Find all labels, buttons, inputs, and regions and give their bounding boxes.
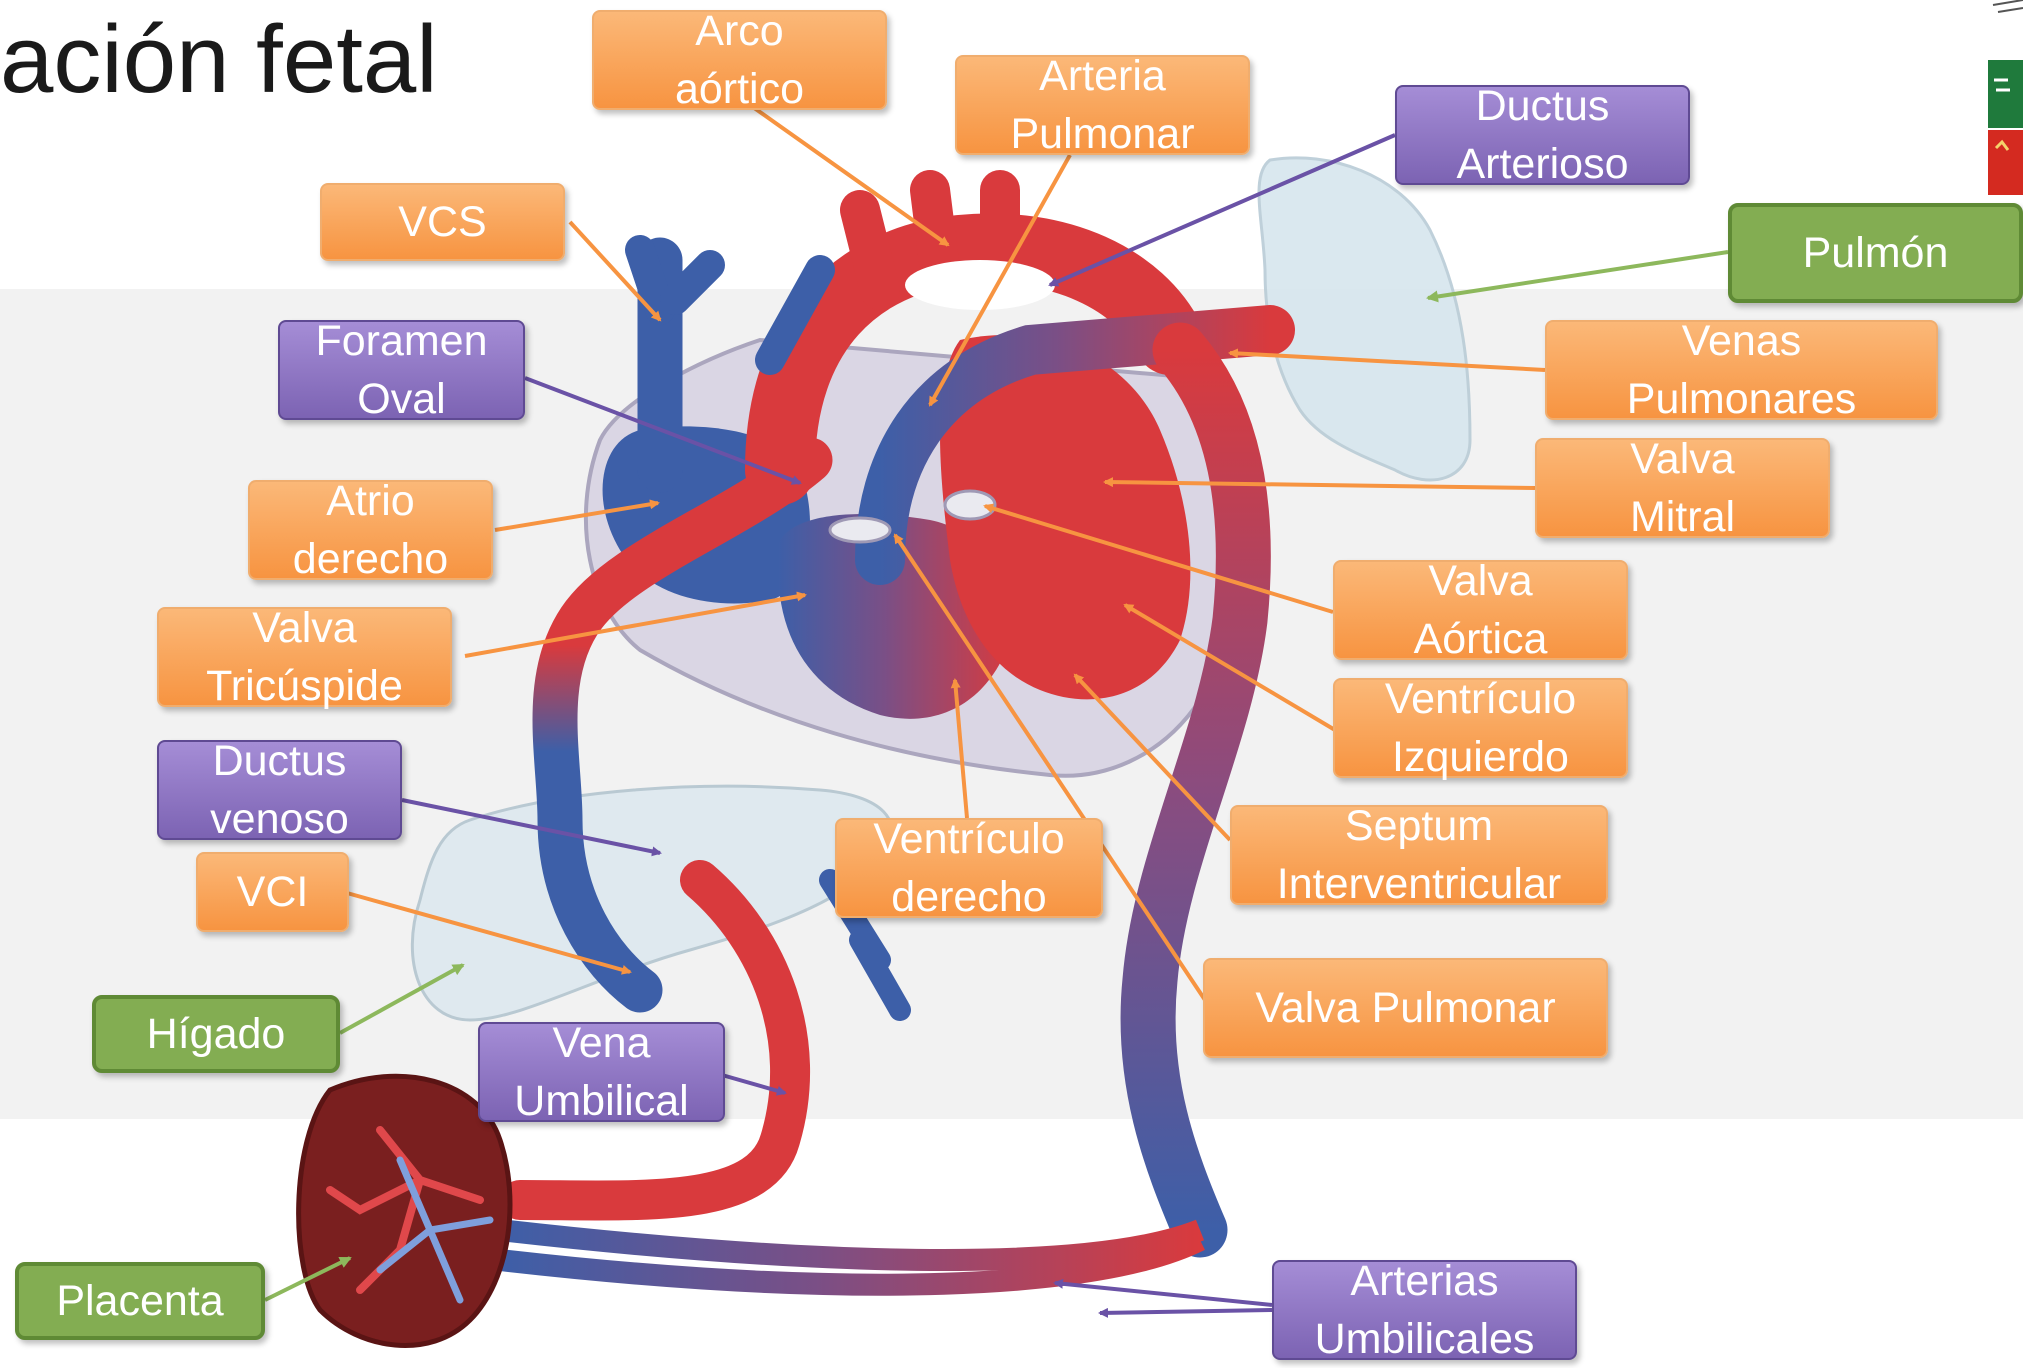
pointer-arco-aortico: [750, 105, 948, 245]
pointer-ventriculo-derecho: [955, 680, 967, 818]
label-vena-umbilical: Vena Umbilical: [478, 1022, 725, 1122]
label-valva-aortica: Valva Aórtica: [1333, 560, 1628, 660]
pointer-atrio-derecho: [495, 503, 658, 530]
pointer-septum: [1075, 675, 1230, 840]
pointer-valva-mitral: [1105, 482, 1535, 488]
pointer-placenta: [265, 1258, 350, 1300]
pointer-vci: [347, 893, 630, 972]
pointer-foramen-oval: [525, 378, 800, 483]
pointer-valva-aortica: [985, 506, 1333, 612]
label-placenta: Placenta: [15, 1262, 265, 1340]
pointer-valva-tricuspide: [465, 595, 805, 656]
label-arco-aortico: Arco aórtico: [592, 10, 887, 110]
label-pulmon: Pulmón: [1728, 203, 2023, 303]
pointer-arterias-umbilicales-2: [1100, 1310, 1272, 1313]
pointer-arterias-umbilicales-1: [1055, 1283, 1272, 1305]
institution-logo: [1988, 0, 2023, 200]
label-valva-tricuspide: Valva Tricúspide: [157, 607, 452, 707]
label-ductus-arterioso: Ductus Arterioso: [1395, 85, 1690, 185]
label-ventriculo-izquierdo: Ventrículo Izquierdo: [1333, 678, 1628, 778]
label-vci: VCI: [196, 852, 349, 932]
label-higado: Hígado: [92, 995, 340, 1073]
label-foramen-oval: Foramen Oval: [278, 320, 525, 420]
label-valva-mitral: Valva Mitral: [1535, 438, 1830, 538]
label-septum-interventricular: Septum Interventricular: [1230, 805, 1608, 905]
label-arteria-pulmonar: Arteria Pulmonar: [955, 55, 1250, 155]
pointer-vcs: [570, 222, 660, 320]
pointer-ventriculo-izquierdo: [1125, 605, 1335, 730]
pointer-ductus-venoso: [402, 800, 660, 853]
label-arterias-umbilicales: Arterias Umbilicales: [1272, 1260, 1577, 1360]
pointer-higado: [340, 965, 463, 1033]
pointer-venas-pulmonares: [1230, 353, 1545, 370]
pointer-pulmon: [1428, 252, 1728, 298]
label-valva-pulmonar: Valva Pulmonar: [1203, 958, 1608, 1058]
pointer-arteria-pulmonar: [930, 155, 1070, 405]
label-vcs: VCS: [320, 183, 565, 261]
label-atrio-derecho: Atrio derecho: [248, 480, 493, 580]
label-ventriculo-derecho: Ventrículo derecho: [835, 818, 1103, 918]
pointer-valva-pulmonar: [895, 535, 1205, 1000]
label-venas-pulmonares: Venas Pulmonares: [1545, 320, 1938, 420]
pointer-vena-umbilical: [722, 1075, 785, 1093]
label-ductus-venoso: Ductus venoso: [157, 740, 402, 840]
